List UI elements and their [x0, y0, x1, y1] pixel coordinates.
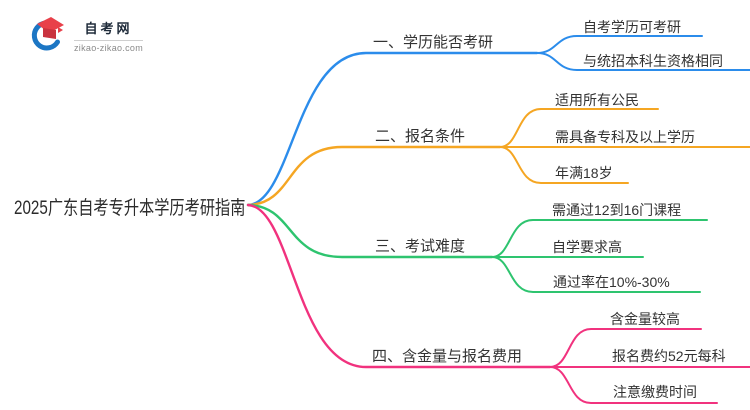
graduation-cap-icon — [28, 14, 66, 57]
branch3-line — [246, 203, 494, 259]
branch-topic-3[interactable]: 三、考试难度 — [375, 238, 466, 255]
subtopic-2-2[interactable]: 需具备专科及以上学历 — [555, 129, 695, 145]
subtopic-4-3[interactable]: 注意缴费时间 — [613, 384, 697, 400]
subtopic-3-2[interactable]: 自学要求高 — [552, 239, 622, 255]
branch4-child3-line — [549, 366, 718, 404]
central-topic[interactable]: 2025广东自考专升本学历考研指南 — [14, 198, 246, 219]
branch2-line — [246, 145, 502, 207]
branch4-child1-line — [549, 328, 702, 368]
subtopic-2-3[interactable]: 年满18岁 — [555, 165, 613, 181]
subtopic-3-3[interactable]: 通过率在10%-30% — [553, 274, 670, 290]
branch3-child1-line — [491, 219, 708, 258]
subtopic-4-2[interactable]: 报名费约52元每科 — [612, 348, 726, 364]
branch-topic-2[interactable]: 二、报名条件 — [375, 128, 466, 145]
site-url: zikao-zikao.com — [74, 40, 144, 53]
branch-topic-1[interactable]: 一、学历能否考研 — [373, 34, 494, 51]
branch1-child1-line — [536, 35, 703, 54]
branch2-child3-line — [499, 146, 629, 184]
branch4-line — [246, 203, 552, 369]
branch1-line — [246, 51, 539, 207]
branch3-child3-line — [491, 256, 701, 293]
subtopic-3-1[interactable]: 需通过12到16门课程 — [552, 202, 682, 218]
site-logo: 自考网 zikao-zikao.com — [28, 14, 144, 57]
subtopic-2-1[interactable]: 适用所有公民 — [555, 92, 639, 108]
logo-text-block: 自考网 zikao-zikao.com — [74, 18, 144, 53]
branch-topic-4[interactable]: 四、含金量与报名费用 — [372, 348, 523, 365]
branch1-child2-line — [536, 52, 750, 71]
site-name: 自考网 — [84, 21, 133, 36]
branch2-child1-line — [499, 108, 659, 148]
subtopic-4-1[interactable]: 含金量较高 — [610, 311, 680, 327]
subtopic-1-2[interactable]: 与统招本科生资格相同 — [583, 53, 723, 69]
subtopic-1-1[interactable]: 自考学历可考研 — [583, 19, 681, 35]
